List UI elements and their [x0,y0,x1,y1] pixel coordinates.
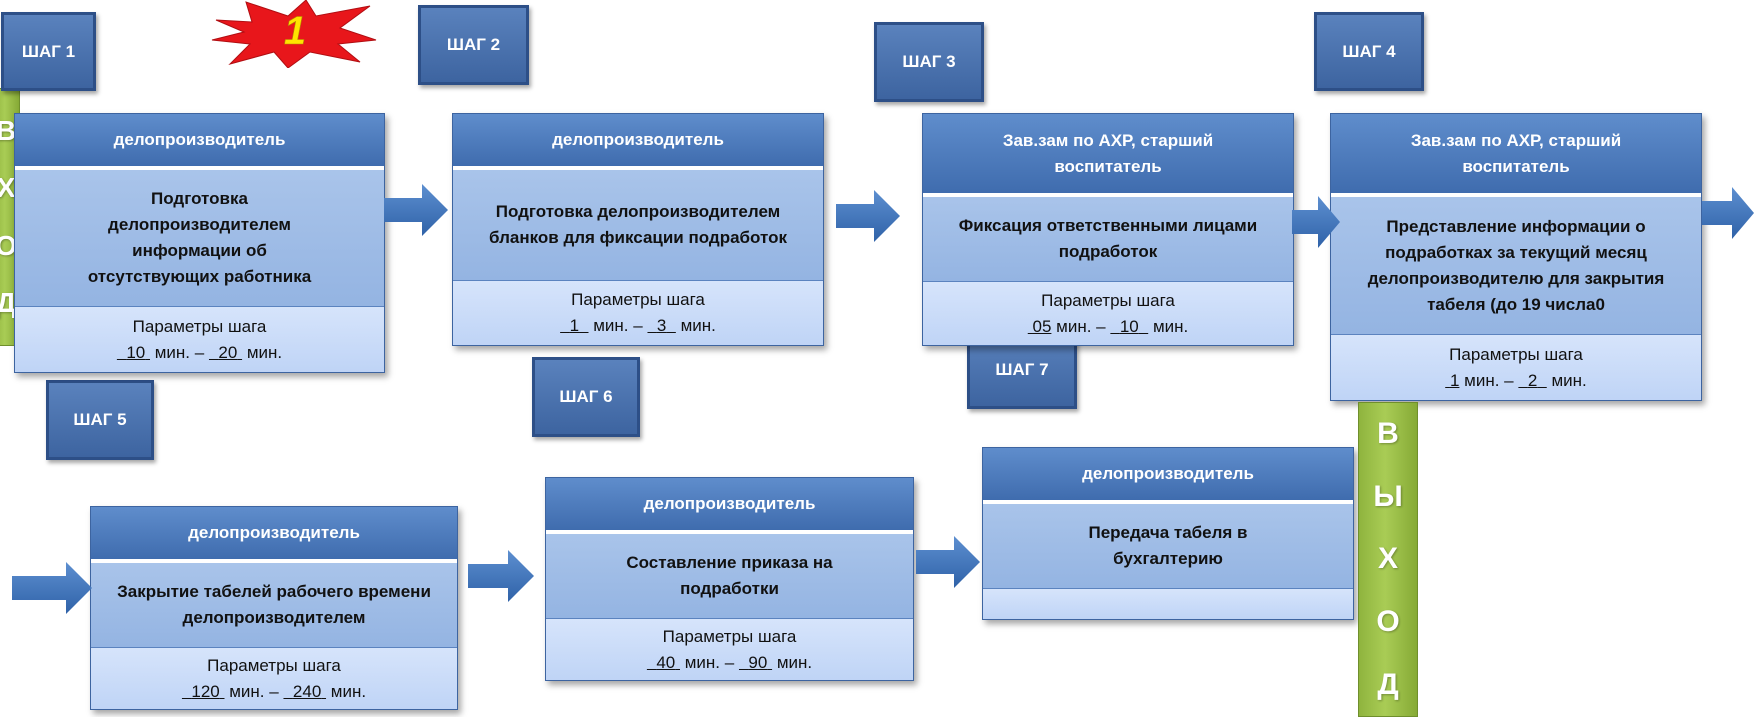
step-tag-6: ШАГ 6 [532,357,640,437]
step-card-6: делопроизводитель Составление приказа на… [545,477,914,681]
entry-letter: О [0,229,17,261]
max-value: 20 [218,342,238,362]
step-parameters: Параметры шага 05 мин. – 10 мин. [923,282,1293,345]
role-header: делопроизводитель [546,478,913,534]
params-label: Параметры шага [662,626,797,646]
exit-letter: О [1376,605,1400,639]
max-value: 10 [1119,316,1139,336]
exit-letter: Ы [1373,479,1403,513]
params-range: 1 мин. – 2 мин. [1445,368,1587,394]
step-card-3: Зав.зам по АХР, старший воспитатель Фикс… [922,113,1294,346]
min-value: 10 [126,342,146,362]
arrow-right-icon [12,562,92,614]
params-label: Параметры шага [207,655,341,675]
arrow-right-icon [916,536,980,588]
role-header: делопроизводитель [15,114,384,170]
entry-letter: Д [0,287,16,319]
max-value: 3 [656,316,667,335]
step-parameters: Параметры шага 120 мин. – 240 мин. [91,648,457,709]
unit: мин. [154,342,191,362]
max-value: 90 [748,652,768,672]
unit: мин. [1464,370,1500,390]
params-range: 1 мин. – 3 мин. [560,313,716,339]
role-header: делопроизводитель [91,507,457,563]
step-parameters-empty [983,589,1353,619]
task-description: Передача табеля в бухгалтерию [983,504,1353,589]
unit: мин. [229,681,265,701]
step-parameters: Параметры шага 1 мин. – 3 мин. [453,281,823,345]
task-description: Подготовка делопроизводителем информации… [15,170,384,307]
exit-letter: Д [1377,667,1399,701]
min-value: 120 [191,681,220,701]
params-range: 40 мин. – 90 мин. [647,650,812,676]
range-dash: – [1096,316,1106,336]
range-dash: – [633,316,643,335]
params-range: 05 мин. – 10 мин. [1028,314,1188,340]
max-value: 240 [292,681,322,701]
unit: мин. [776,652,813,672]
params-label: Параметры шага [1449,344,1583,364]
unit: мин. [684,652,721,672]
min-value: 1 [1449,370,1460,390]
exit-letter: В [1377,417,1399,451]
step-tag-2: ШАГ 2 [418,5,529,85]
arrow-right-icon [836,190,900,242]
step-tag-1: ШАГ 1 [1,12,96,91]
step-card-2: делопроизводитель Подготовка делопроизво… [452,113,824,346]
max-value: 2 [1527,370,1538,390]
range-dash: – [724,652,735,672]
params-label: Параметры шага [132,316,267,336]
task-description: Представление информации о подработках з… [1331,197,1701,335]
min-value: 05 [1032,316,1052,336]
arrow-right-icon [468,550,534,602]
task-description: Фиксация ответственными лицами подработо… [923,197,1293,282]
step-parameters: Параметры шага 10 мин. – 20 мин. [15,307,384,372]
role-header: Зав.зам по АХР, старший воспитатель [1331,114,1701,197]
range-dash: – [194,342,205,362]
params-range: 120 мин. – 240 мин. [182,679,366,705]
task-description: Составление приказа на подработки [546,534,913,619]
unit: мин. [330,681,367,701]
unit: мин. [593,316,629,335]
params-label: Параметры шага [1041,290,1175,310]
range-dash: – [269,681,279,701]
params-range: 10 мин. – 20 мин. [117,340,282,366]
min-value: 1 [569,316,580,335]
exit-bar: В Ы Х О Д [1358,402,1418,717]
min-value: 40 [656,652,676,672]
step-tag-4: ШАГ 4 [1314,12,1424,91]
role-header: делопроизводитель [453,114,823,170]
role-header: делопроизводитель [983,448,1353,504]
step-parameters: Параметры шага 40 мин. – 90 мин. [546,619,913,680]
task-description: Закрытие табелей рабочего времени делопр… [91,563,457,648]
params-label: Параметры шага [571,290,705,309]
arrow-right-icon [1702,187,1754,239]
step-tag-3: ШАГ 3 [874,22,984,102]
step-card-7: делопроизводитель Передача табеля в бухг… [982,447,1354,620]
role-header: Зав.зам по АХР, старший воспитатель [923,114,1293,197]
unit: мин. [246,342,283,362]
range-dash: – [1504,370,1514,390]
entry-letter: В [0,114,17,146]
unit: мин. [1152,316,1189,336]
arrow-right-icon [1292,196,1340,248]
step-card-1: делопроизводитель Подготовка делопроизво… [14,113,385,373]
unit: мин. [1056,316,1092,336]
unit: мин. [1551,370,1587,390]
step-card-4: Зав.зам по АХР, старший воспитатель Пред… [1330,113,1702,401]
starburst-icon: 1 [211,0,377,68]
unit: мин. [680,316,716,335]
step-parameters: Параметры шага 1 мин. – 2 мин. [1331,335,1701,400]
step-card-5: делопроизводитель Закрытие табелей рабоч… [90,506,458,710]
step-tag-5: ШАГ 5 [46,380,154,460]
entry-letter: Х [0,172,16,204]
exit-letter: Х [1377,542,1398,576]
task-description: Подготовка делопроизводителем бланков дл… [453,170,823,281]
arrow-right-icon [384,184,448,236]
burst-number: 1 [284,9,306,53]
